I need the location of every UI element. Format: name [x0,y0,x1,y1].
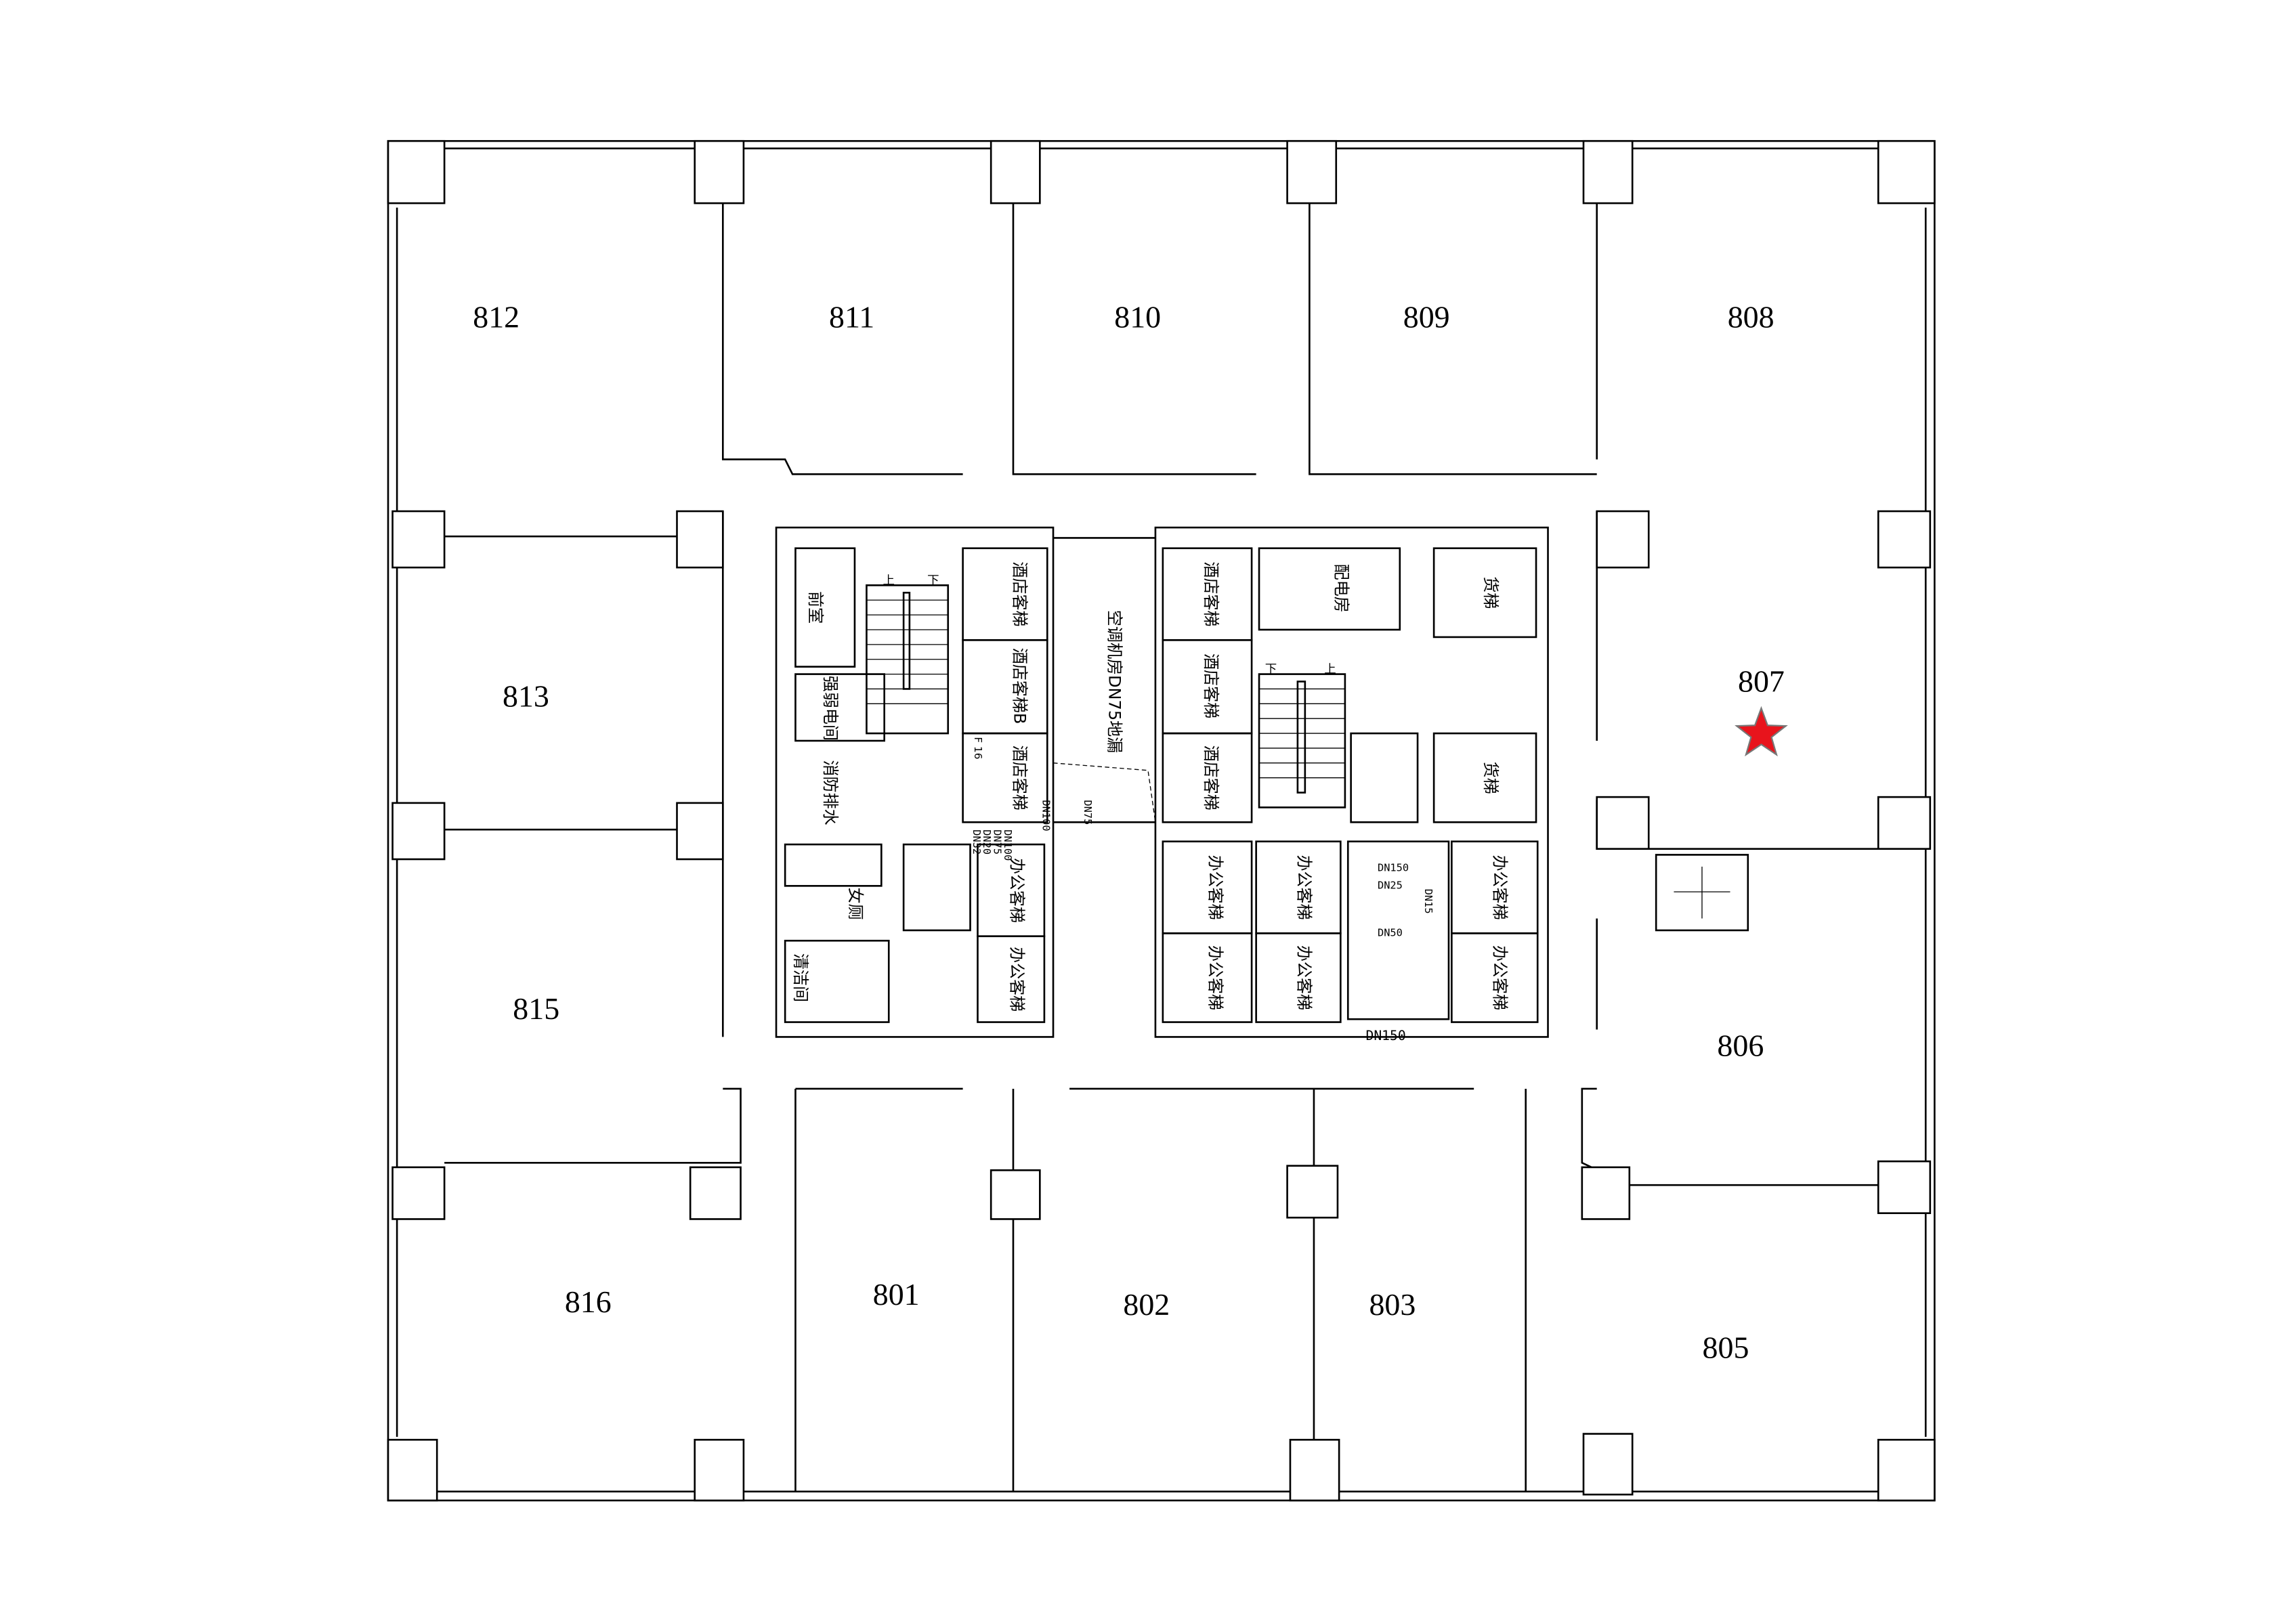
room-811: 811 [829,299,874,334]
room-806: 806 [1717,1028,1764,1062]
outer-walls [387,139,1936,1502]
svg-text:DN25: DN25 [1378,880,1403,892]
hotel-lift-b-label: 酒店客梯B [1011,648,1029,725]
svg-text:DN15: DN15 [1422,889,1434,914]
office-lift-label: 办公客梯 [1295,855,1314,920]
room-815: 815 [513,991,559,1026]
office-lift-label: 办公客梯 [1490,855,1509,920]
svg-text:DN100: DN100 [1002,829,1014,861]
office-lift-label: 办公客梯 [1206,945,1225,1010]
hotel-lift-label: 酒店客梯 [1202,561,1220,626]
hotel-lift-label: 酒店客梯 [1202,653,1220,718]
floor-label: F 16 [972,737,984,759]
svg-text:DN100: DN100 [1040,800,1053,831]
svg-text:DN75: DN75 [992,829,1004,855]
anteroom-label: 前室 [806,591,825,624]
womens-wc-label: 女厕 [846,888,865,920]
structural-columns [387,139,1936,1502]
stair-up-label: 上 [883,574,895,588]
stair-down-label: 下 [927,574,939,588]
stair-right [1258,673,1346,808]
svg-text:DN20: DN20 [981,829,993,855]
room-803: 803 [1369,1287,1416,1322]
electric-room-label: 强弱电间 [821,676,840,741]
building-core [775,526,1549,1038]
pipe-labels: DN100 DN75 DN100 DN75 DN20 DN32 DN150 DN… [971,800,1434,1043]
room-801: 801 [873,1277,920,1312]
svg-text:DN32: DN32 [971,829,983,855]
svg-text:DN75: DN75 [1082,800,1094,825]
stair-up-label: 上 [1324,663,1336,676]
svg-text:DN50: DN50 [1378,927,1403,939]
stair-left [866,584,950,735]
office-lift-label: 办公客梯 [1490,945,1509,1010]
ac-room-label: 空调机房DN75地漏 [1105,610,1124,753]
cleaning-room-label: 清洁间 [791,953,810,1002]
room-807: 807 [1738,664,1785,698]
room-809: 809 [1403,299,1450,334]
room-812: 812 [473,299,519,334]
office-lift-label: 办公客梯 [1007,947,1026,1012]
office-lift-label: 办公客梯 [1295,945,1314,1010]
hotel-lift-label: 酒店客梯 [1011,561,1029,626]
stair-down-label: 下 [1265,663,1277,676]
core-labels: 酒店客梯 酒店客梯B 酒店客梯 酒店客梯 酒店客梯 酒店客梯 办公客梯 办公客梯… [791,561,1509,1012]
hotel-lift-label: 酒店客梯 [1202,745,1220,810]
room-partitions [444,148,1926,1492]
svg-text:DN150: DN150 [1378,861,1409,873]
room-816: 816 [565,1284,612,1319]
room-810: 810 [1114,299,1161,334]
svg-text:DN150: DN150 [1366,1028,1406,1043]
pipe-label: 消防排水 [821,760,840,825]
power-room-label: 配电房 [1332,564,1351,613]
hotel-lift-label: 酒店客梯 [1011,745,1029,810]
star-icon [1735,706,1788,757]
freight-lift-label: 货梯 [1481,762,1500,794]
room-802: 802 [1123,1287,1170,1322]
room-805: 805 [1703,1331,1749,1365]
room-labels: 812 811 810 809 808 807 813 815 806 816 … [473,299,1785,1364]
room-813: 813 [503,678,549,713]
freight-lift-label: 货梯 [1481,576,1500,609]
office-lift-label: 办公客梯 [1007,858,1026,923]
office-lift-label: 办公客梯 [1206,855,1225,920]
room-808: 808 [1728,299,1774,334]
